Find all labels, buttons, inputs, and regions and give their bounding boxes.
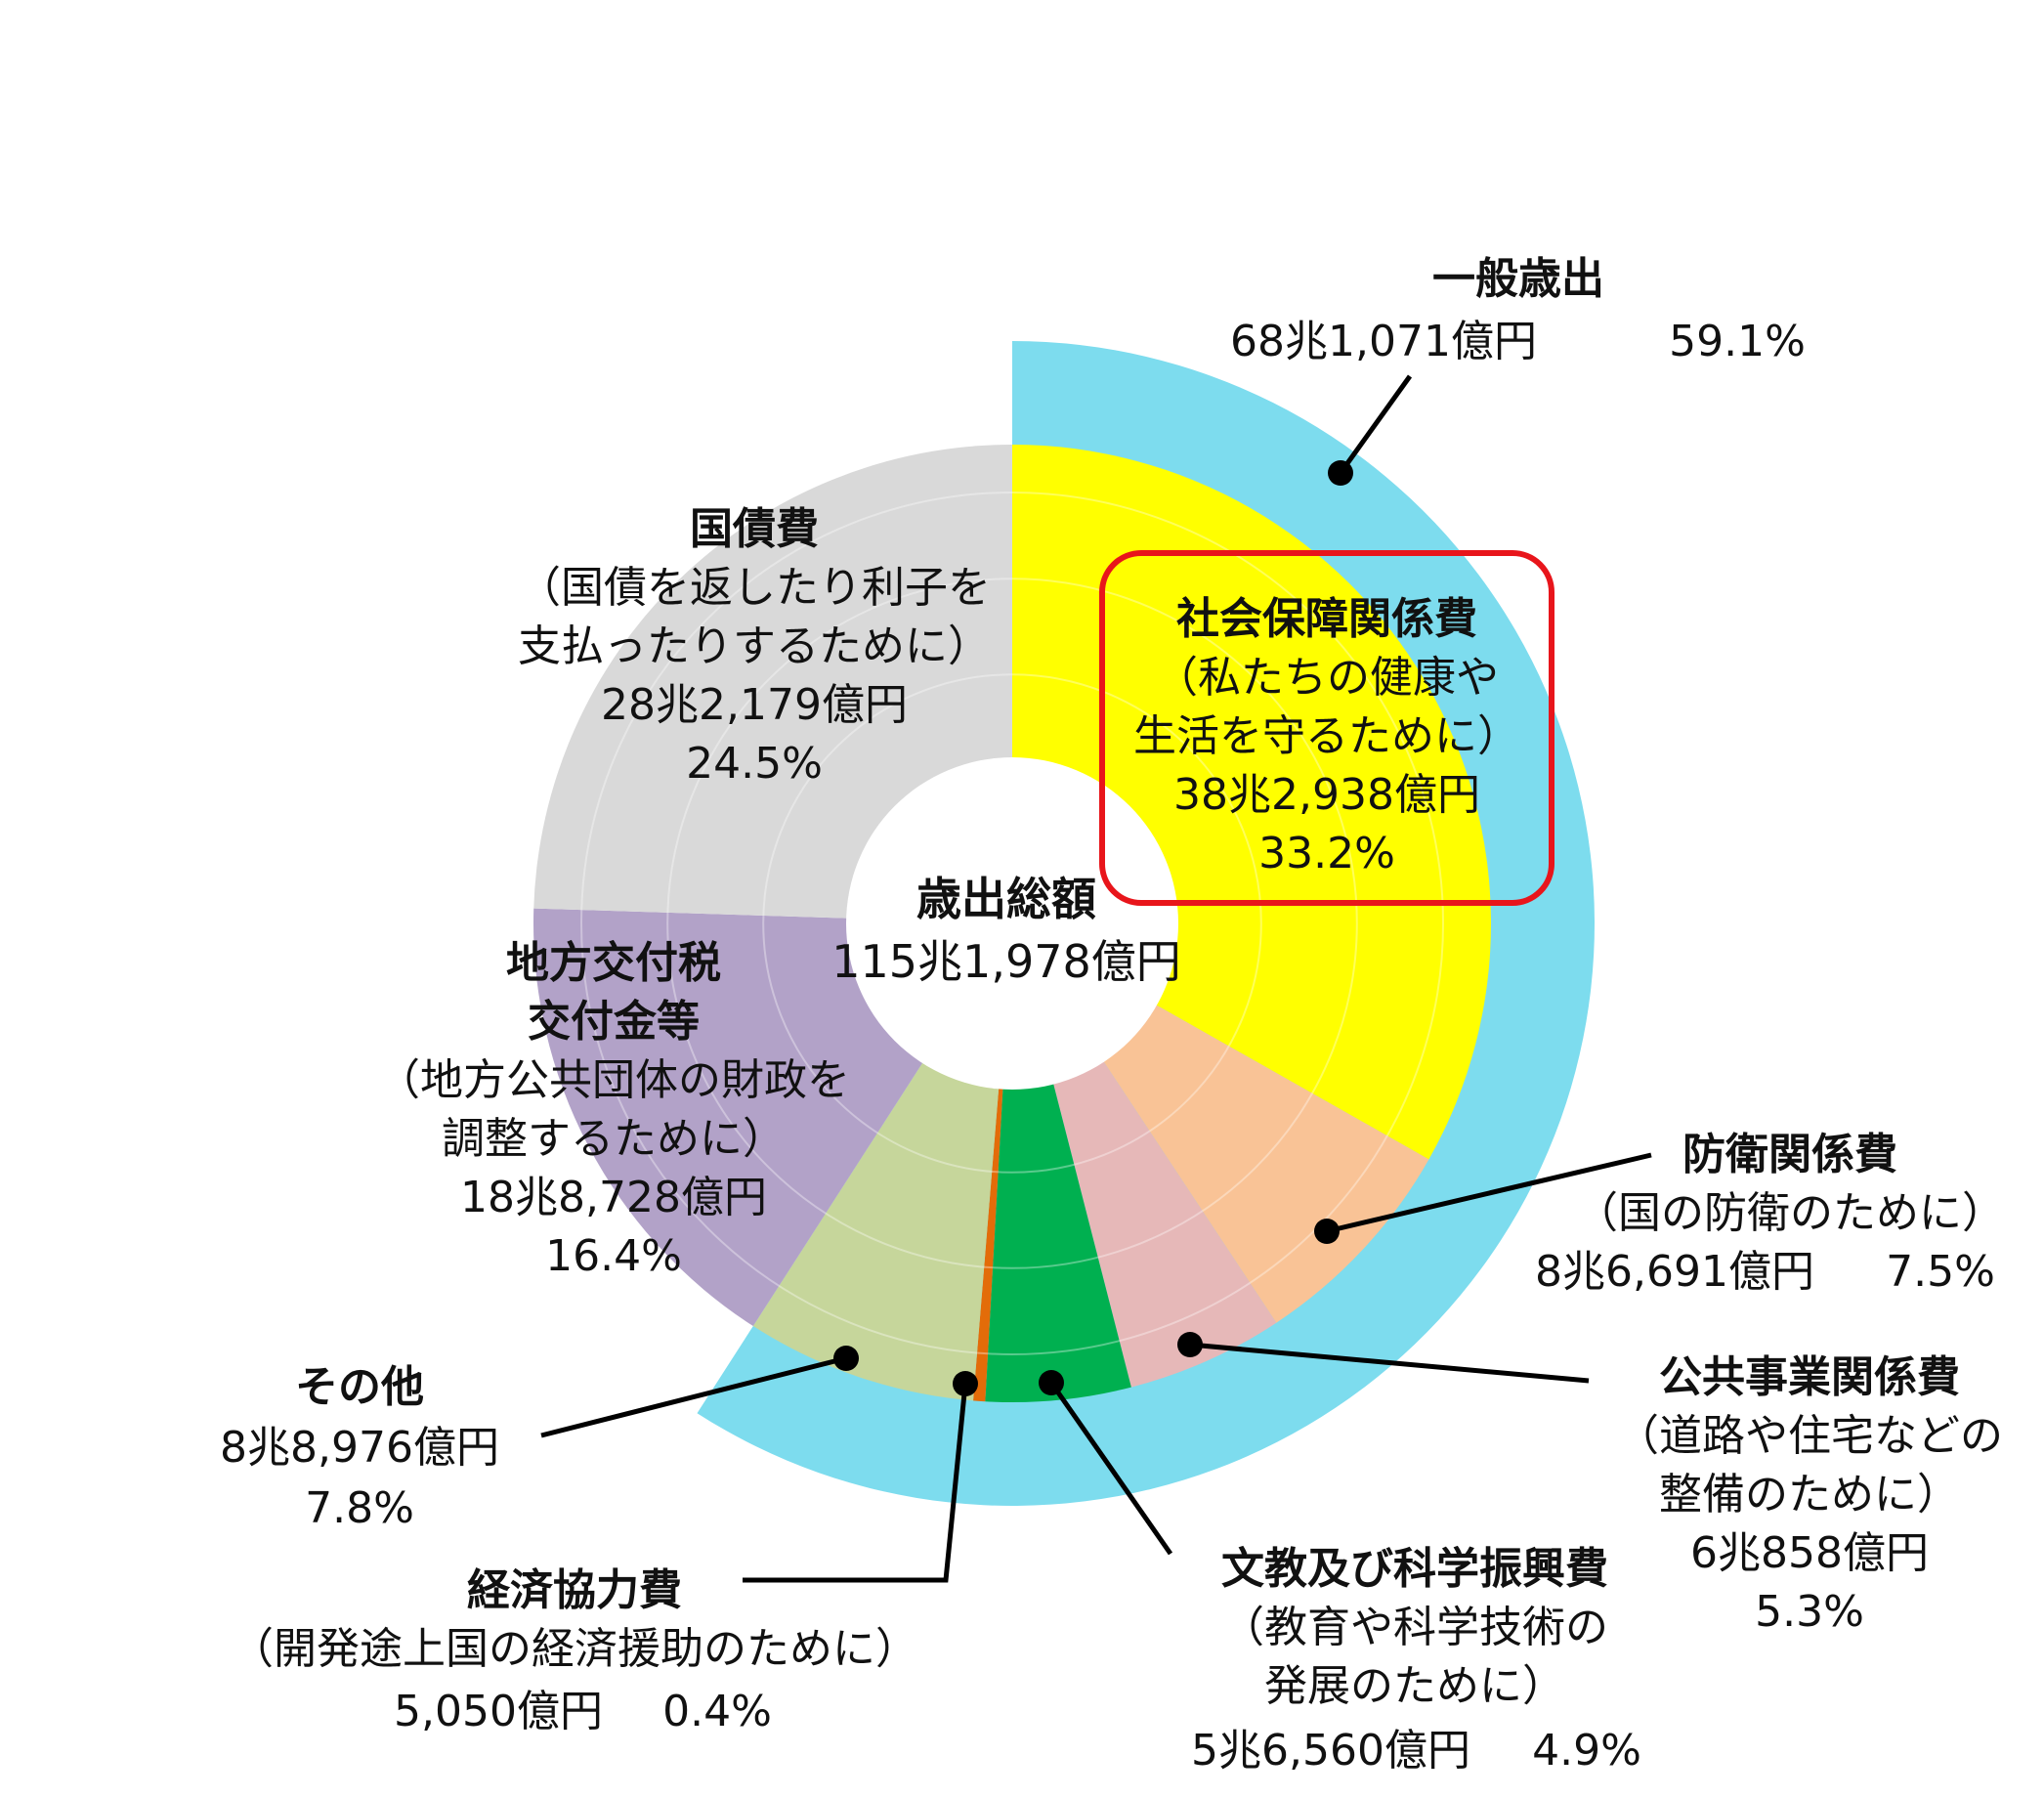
center-value: 115兆1,978億円: [831, 935, 1181, 988]
leader-dot-general: [1328, 460, 1353, 486]
econ-coop-desc-1: （開発途上国の経済援助のために）: [231, 1624, 918, 1674]
education-desc-1: （教育や科学技術の: [1221, 1603, 1608, 1652]
grid-ring: [580, 492, 1444, 1355]
leader-line-other: [540, 1355, 847, 1438]
leader-line-econ-coop: [743, 1383, 968, 1583]
local-amount: 18兆8,728億円: [460, 1173, 767, 1222]
education-label: 文教及び科学振興費: [1221, 1544, 1608, 1594]
social-label: 社会保障関係費: [1176, 594, 1477, 644]
grid-ring: [666, 578, 1358, 1269]
public-works-desc-2: 整備のために）: [1659, 1470, 1960, 1520]
leader-line-public-works: [1189, 1342, 1590, 1384]
social-desc-2: 生活を守るために）: [1133, 711, 1520, 761]
education-percent: 4.9%: [1532, 1726, 1641, 1776]
econ-coop-amount: 5,050億円: [394, 1687, 603, 1736]
leader-dot-other: [833, 1346, 859, 1371]
debt-percent: 24.5%: [686, 739, 823, 789]
econ-coop-percent: 0.4%: [662, 1687, 772, 1736]
leader-dot-defense: [1314, 1219, 1340, 1244]
debt-amount: 28兆2,179億円: [601, 680, 908, 730]
donut-hole: [846, 757, 1178, 1090]
leader-dot-education: [1039, 1370, 1064, 1395]
highlight-box: [1099, 550, 1554, 906]
education-amount: 5兆6,560億円: [1191, 1726, 1470, 1776]
debt-label: 国債費: [690, 504, 819, 554]
defense-amount: 8兆6,691億円: [1535, 1247, 1814, 1297]
leader-line-defense: [1326, 1152, 1652, 1234]
grid-rings: [580, 492, 1444, 1355]
pie-slice-debt: [533, 445, 1012, 923]
leader-dot-public-works: [1177, 1332, 1203, 1357]
social-desc-1: （私たちの健康や: [1155, 653, 1499, 703]
econ-coop-label: 経済協力費: [467, 1565, 682, 1615]
leader-line-general: [1338, 374, 1413, 475]
public-works-percent: 5.3%: [1755, 1587, 1864, 1637]
defense-percent: 7.5%: [1886, 1247, 1995, 1297]
local-label-2: 交付金等: [528, 997, 700, 1047]
public-works-label: 公共事業関係費: [1659, 1352, 1960, 1402]
debt-desc-1: （国債を返したり利子を: [518, 563, 991, 613]
leader-dot-econ-coop: [953, 1371, 978, 1396]
local-desc-1: （地方公共団体の財政を: [377, 1055, 850, 1105]
center-title: 歳出総額: [916, 873, 1096, 925]
leader-dots: [833, 460, 1353, 1396]
other-percent: 7.8%: [305, 1483, 414, 1533]
public-works-desc-1: （道路や住宅などの: [1616, 1411, 2003, 1461]
leader-line-education: [1048, 1381, 1173, 1556]
leader-lines: [540, 374, 1652, 1583]
debt-desc-2: 支払ったりするために）: [518, 621, 991, 671]
social-amount: 38兆2,938億円: [1173, 770, 1480, 820]
general-label: 一般歳出: [1432, 254, 1604, 304]
social-percent: 33.2%: [1258, 829, 1395, 878]
local-desc-2: 調整するために）: [442, 1114, 786, 1164]
local-percent: 16.4%: [545, 1231, 682, 1281]
education-desc-2: 発展のために）: [1264, 1661, 1565, 1711]
local-label: 地方交付税: [506, 938, 721, 988]
other-amount: 8兆8,976億円: [220, 1423, 499, 1473]
other-label: その他: [295, 1362, 424, 1412]
general-percent: 59.1%: [1669, 317, 1806, 366]
defense-label: 防衛関係費: [1682, 1130, 1897, 1179]
public-works-amount: 6兆858億円: [1690, 1528, 1929, 1578]
defense-desc-1: （国の防衛のために）: [1575, 1188, 2005, 1238]
general-amount: 68兆1,071億円: [1230, 317, 1537, 366]
grid-ring: [762, 673, 1262, 1174]
